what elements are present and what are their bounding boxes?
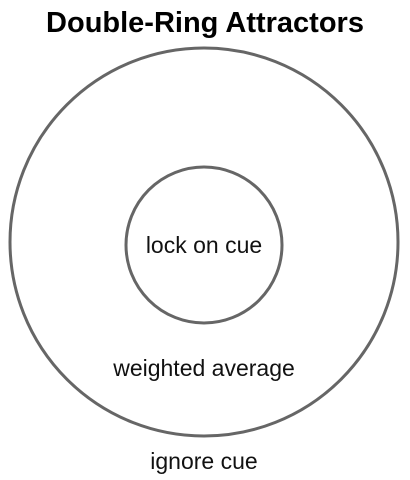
inner-ring [124, 165, 284, 325]
diagram-title: Double-Ring Attractors [46, 7, 364, 39]
outside-region-label: ignore cue [150, 448, 257, 474]
outer-ring [8, 46, 400, 438]
between-rings-label: weighted average [112, 355, 295, 381]
inner-region-label: lock on cue [146, 232, 262, 258]
